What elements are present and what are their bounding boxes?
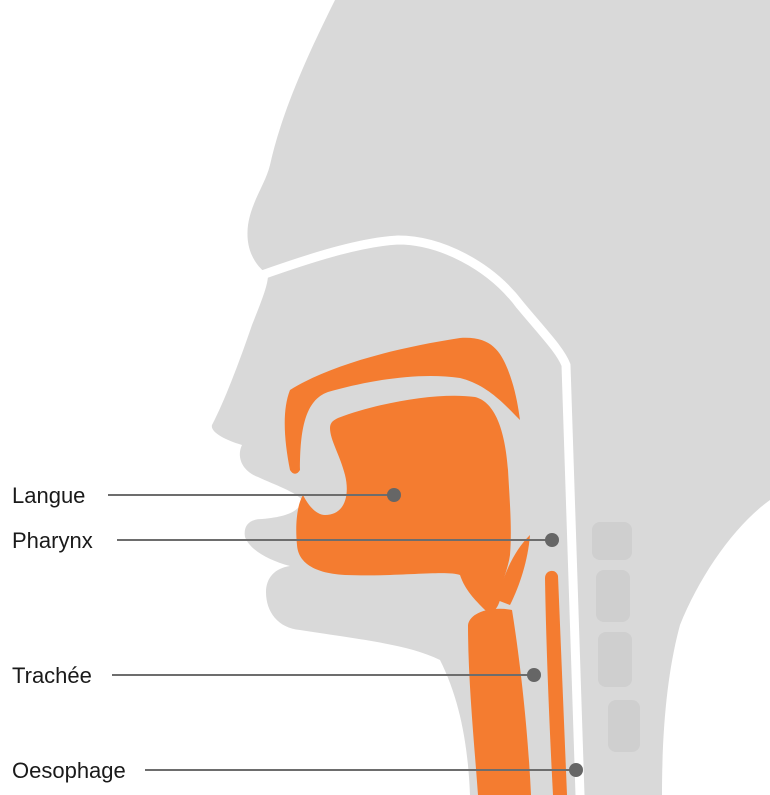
oesophage-dot [569, 763, 583, 777]
label-oesophage: Oesophage [12, 758, 126, 783]
langue-dot [387, 488, 401, 502]
pharynx-dot [545, 533, 559, 547]
vertebra [592, 522, 632, 560]
vertebra [598, 632, 632, 687]
label-pharynx: Pharynx [12, 528, 93, 553]
label-langue: Langue [12, 483, 85, 508]
vertebra [596, 570, 630, 622]
trachee-dot [527, 668, 541, 682]
label-trachee: Trachée [12, 663, 92, 688]
vertebra [608, 700, 640, 752]
